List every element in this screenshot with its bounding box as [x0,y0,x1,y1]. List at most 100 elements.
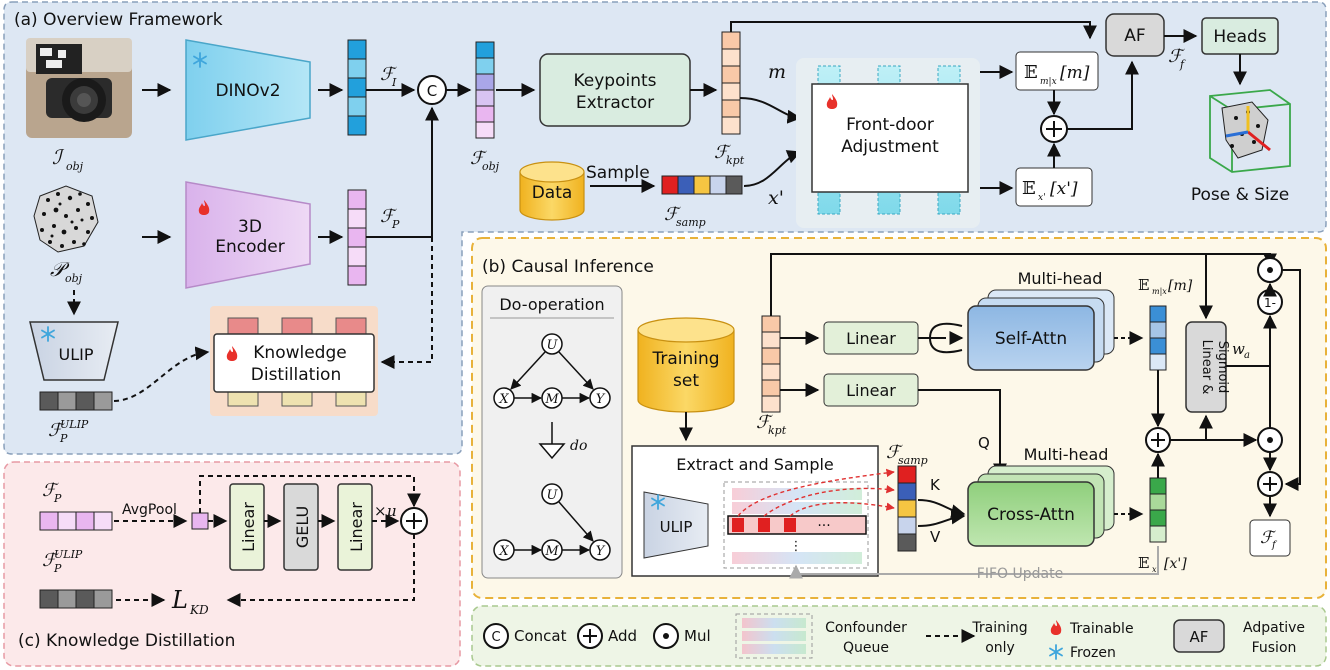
training-label-1: Training [651,349,719,369]
heads-label: Heads [1213,27,1266,47]
F-kpt-b-sub: kpt [768,424,787,437]
F-f-label: ℱ [1168,46,1185,67]
queue-vdots: ⋮ [790,539,803,554]
legend-concat-symbol: C [491,630,500,645]
arrow-add-af [1067,60,1139,130]
arrow-v [917,510,966,527]
kd-label-1: Knowledge [253,343,346,363]
linear-box-2: Linear [823,373,919,407]
data-cylinder: Data [519,161,585,221]
linear-label-2: Linear [846,381,896,400]
extract-sample-box: Extract and Sample ULIP ··· ⋮ [631,445,895,577]
legend-add-label: Add [608,627,637,645]
F-samp-b-label: ℱ [886,442,903,463]
w-a-label: w [1232,340,1245,358]
input-pointcloud [33,185,99,253]
self-attn-block: Multi-head Self-Attn [967,269,1115,371]
linear-box-1: Linear [823,321,919,355]
mul-node-top [1257,257,1283,283]
legend-mul-label: Mul [684,627,711,645]
linear-c-label-1: Linear [239,502,258,552]
v-label: V [930,528,941,546]
E-x-arg: [x'] [1050,179,1078,199]
E-x-b-symbol: 𝔼 [1138,554,1149,572]
arrow-residual [199,475,421,513]
legend-concat: C Concat [483,623,567,649]
one-minus-label: 1- [1264,296,1276,310]
concat-symbol: C [427,82,437,100]
w-a-sub: a [1244,350,1250,361]
F-ulip-c-sup: ULIP [54,548,83,561]
legend-af-symbol: AF [1190,628,1209,646]
panel-b-title: (b) Causal Inference [482,257,654,277]
gelu-box: GELU [283,483,319,571]
linear-c-2: Linear [337,483,373,571]
mul-node-bottom [1257,427,1283,453]
legend-adaptive-1: Adpative [1243,620,1305,636]
node-x-top: X [498,392,509,407]
encoder-block: 3D Encoder [185,181,311,289]
F-f-box: ℱ f [1249,519,1291,557]
linear-sigmoid-label-1: Linear & [1199,340,1214,395]
keypoints-label-1: Keypoints [573,71,656,91]
feature-F-samp [661,175,743,195]
F-f-box-label: ℱ [1260,528,1277,548]
legend-concat-label: Concat [514,627,567,645]
training-set-cylinder: Training set [637,317,735,413]
af-block: AF [1105,13,1165,57]
feature-F-ulip [39,391,113,411]
do-operation-label: Do-operation [499,295,604,314]
do-label: do [570,438,587,454]
F-samp-b-sub: samp [898,454,928,467]
multi-head-label-2: Multi-head [1024,445,1109,464]
F-kpt-b-label: ℱ [756,412,773,433]
L-KD-sub: KD [189,603,209,617]
queue-dots: ··· [817,518,830,534]
E-m-symbol: 𝔼 [1024,62,1038,83]
do-operation-box: Do-operation U X M Y do U X M Y [481,285,623,579]
F-ulip-c-label: ℱ [42,550,59,571]
E-m-b-sub: m|x [1152,287,1167,296]
concat-node: C [417,75,447,105]
cross-attn-block: Multi-head Cross-Attn [967,445,1115,547]
F-I-sub: I [391,76,397,89]
ulip-b-label: ULIP [660,518,693,536]
input-image [26,38,132,138]
frontdoor-label-2: Adjustment [841,137,939,157]
dinov2-label: DINOv2 [215,81,280,101]
encoder-label-1: 3D [238,217,262,237]
kd-label-2: Distillation [251,365,342,385]
training-label-2: set [673,371,699,391]
arrow-fifo [789,546,1159,579]
frontdoor-block: Front-door Adjustment [796,58,980,228]
times-mu-label: ×μ [374,502,396,520]
add-node-final [1257,471,1283,497]
avgpool-label: AvgPool [122,502,177,518]
F-P-sub: P [391,218,400,231]
legend-mul: Mul [653,623,711,649]
feature-F-ulip-c [39,589,113,609]
keypoints-extractor: Keypoints Extractor [539,53,691,127]
feature-F-kpt [721,31,741,135]
self-attn-label: Self-Attn [995,329,1067,349]
legend-frozen: Frozen [1070,645,1116,661]
extract-sample-label: Extract and Sample [676,455,834,474]
add-node-c [400,507,428,535]
cross-attn-label: Cross-Attn [987,505,1075,525]
linear-sigmoid-label-2: Sigmoid [1215,341,1230,394]
legend-trainable-frozen: Trainable Frozen [1049,620,1134,661]
legend-trainable: Trainable [1069,621,1134,637]
arrow-kpt-af [730,21,1097,40]
legend-confounder: Confounder Queue [735,613,907,659]
node-y-top: Y [596,392,606,407]
ulip-block-a: ULIP [29,321,119,381]
F-ulip-sup: ULIP [60,418,89,431]
expect-x-box: 𝔼 x' [x'] [1015,167,1093,207]
linear-sigmoid-box: Linear & Sigmoid [1185,321,1230,413]
fifo-label: FIFO Update [977,566,1063,582]
feature-F-samp-b [897,465,917,552]
add-node-b [1145,427,1171,453]
E-m-b-arg: [m] [1168,278,1193,294]
I-obj-sub: obj [66,160,84,173]
